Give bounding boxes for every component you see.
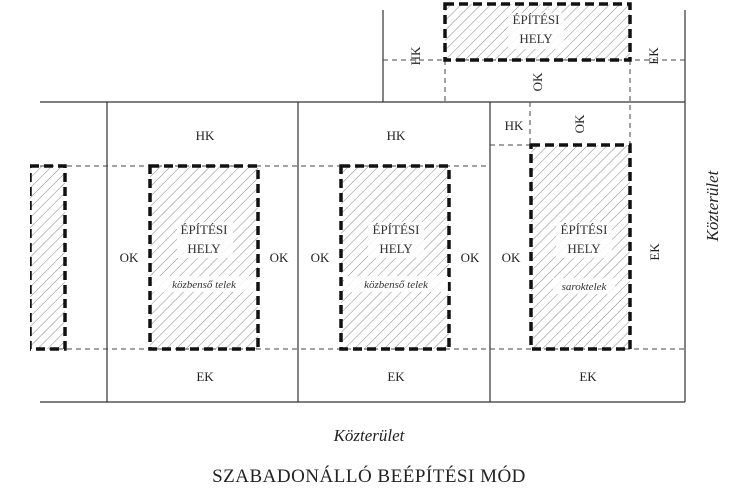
zone4-line2: HELY [519, 31, 553, 46]
zone4-line1: ÉPÍTÉSI [513, 12, 560, 27]
zone1-line1: ÉPÍTÉSI [181, 222, 228, 237]
building-zone-upper [443, 2, 632, 62]
building-zone-interior-2 [339, 164, 451, 351]
ek-label-upper: EK [646, 47, 661, 65]
zone2-line2: HELY [379, 241, 413, 256]
zone-texts: ÉPÍTÉSI HELY közbenső telek ÉPÍTÉSI HELY… [152, 12, 615, 294]
ek-label-corner: EK [579, 369, 597, 384]
ek-label-corner-side: EK [647, 243, 662, 261]
zone3-line1: ÉPÍTÉSI [561, 222, 608, 237]
ok-label-corner-left: OK [502, 250, 521, 265]
ok-label-lot2-right: OK [461, 250, 480, 265]
hk-label-corner: HK [505, 118, 524, 133]
ok-label-lot1-right: OK [270, 250, 289, 265]
ek-label-lot1: EK [196, 369, 214, 384]
zone1-lot-type: közbenső telek [172, 279, 237, 291]
zone3-lot-type: saroktelek [562, 281, 608, 293]
ok-label-lot2-left: OK [311, 250, 330, 265]
ok-label-lot1-left: OK [120, 250, 139, 265]
ok-label-corner-top: OK [572, 114, 587, 133]
left-crop-mask [0, 100, 30, 410]
ok-label-upper: OK [530, 72, 545, 91]
hk-label-lot1: HK [196, 128, 215, 143]
building-zones [28, 2, 632, 351]
street-label-right: Közterület [703, 169, 722, 242]
zone1-line2: HELY [187, 241, 221, 256]
setback-labels: HK HK HK OK OK OK OK OK EK EK EK EK OK O… [120, 46, 662, 384]
zone2-line1: ÉPÍTÉSI [373, 222, 420, 237]
hk-label-upper: HK [408, 46, 423, 65]
ek-label-lot2: EK [387, 369, 405, 384]
hk-label-lot2: HK [387, 128, 406, 143]
building-zone-left-partial [28, 164, 67, 351]
zone2-lot-type: közbenső telek [364, 279, 429, 291]
zone3-line2: HELY [567, 241, 601, 256]
diagram-title: SZABADONÁLLÓ BEÉPÍTÉSI MÓD [212, 465, 526, 487]
lot-boundaries [40, 10, 686, 403]
setback-lines [40, 59, 685, 350]
street-label-bottom: Közterület [333, 426, 406, 445]
